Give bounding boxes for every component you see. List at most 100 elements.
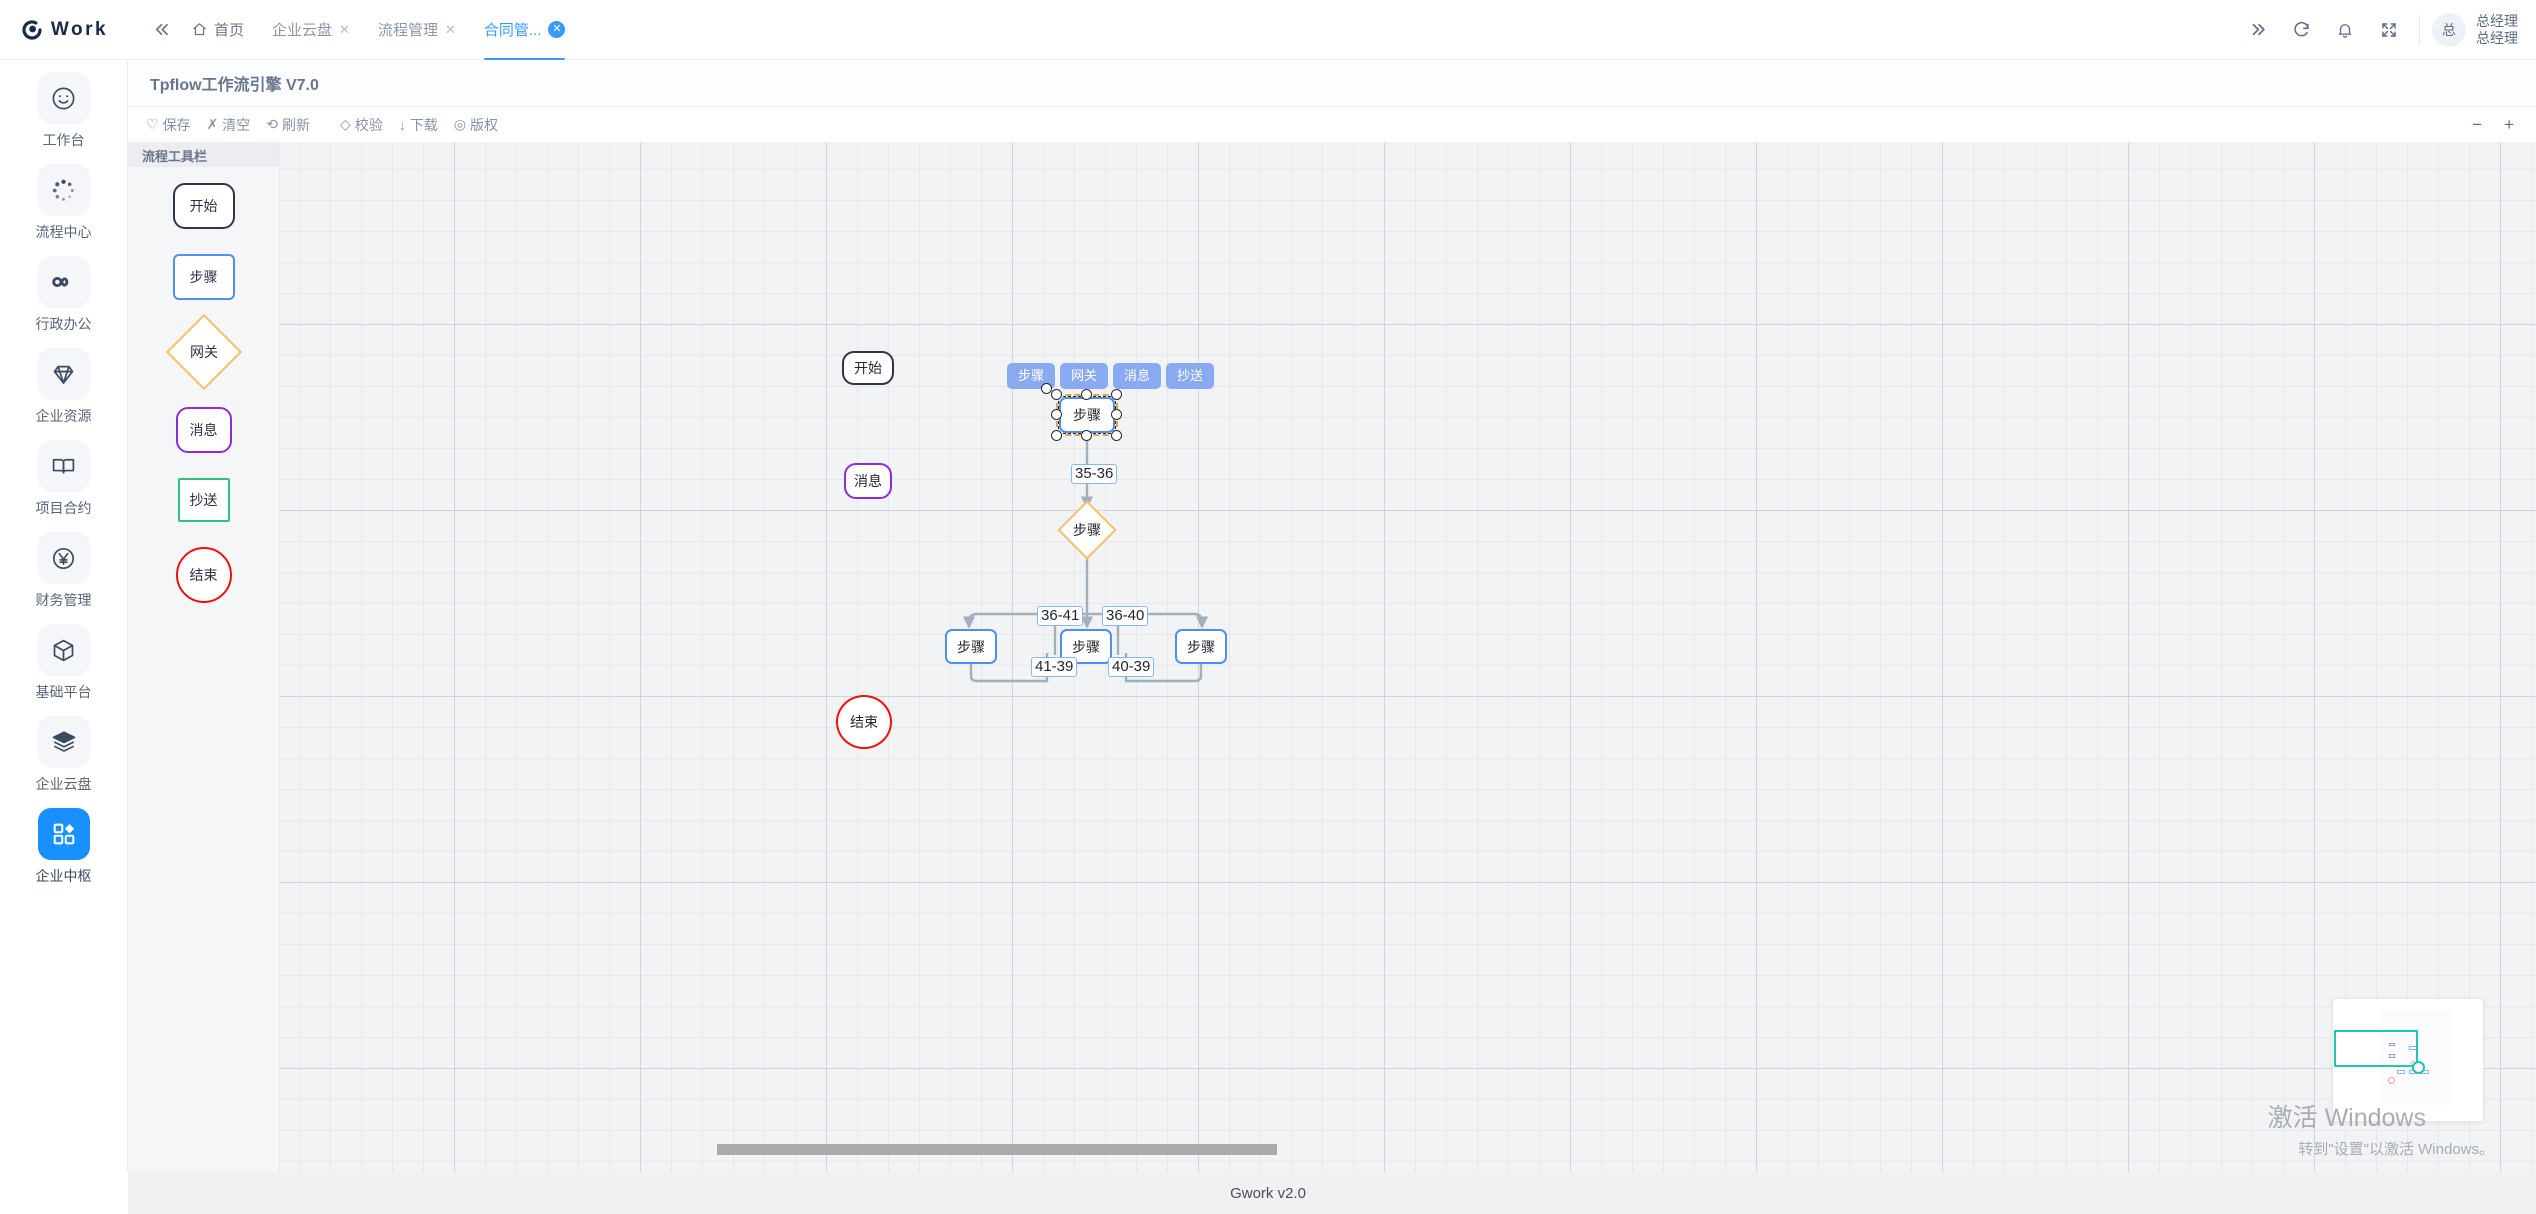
canvas-node-step-left[interactable]: 步骤 [945, 629, 997, 664]
reload-icon: ⟲ [266, 116, 279, 132]
sidebar-item-label: 工作台 [42, 132, 85, 148]
close-icon[interactable]: ✕ [339, 21, 350, 37]
top-bar: Work 首页 企业云盘 ✕ 流程管理 [0, 0, 2536, 60]
canvas-node-label: 步骤 [1073, 407, 1101, 423]
infinity-icon [37, 256, 90, 308]
resize-handle-nw[interactable] [1051, 389, 1062, 400]
refresh-icon[interactable] [2279, 0, 2323, 60]
edge-label[interactable]: 40-39 [1108, 657, 1155, 677]
close-icon[interactable]: ✕ [548, 21, 566, 38]
canvas-node-label: 步骤 [1072, 638, 1100, 655]
tab-enterprise-cloud[interactable]: 企业云盘 ✕ [258, 0, 364, 60]
palette-node-step[interactable]: 步骤 [172, 254, 235, 300]
footer-version-label: Gwork v2.0 [1230, 1184, 1306, 1202]
sidebar-item-label: 项目合约 [35, 500, 92, 516]
tab-contract-management[interactable]: 合同管... ✕ [470, 0, 580, 60]
resize-handle-sw[interactable] [1051, 430, 1062, 441]
node-toolbar-gateway-button[interactable]: 网关 [1060, 363, 1109, 389]
palette-node-message[interactable]: 消息 [175, 407, 232, 453]
node-toolbar-step-button[interactable]: 步骤 [1007, 363, 1056, 389]
resize-handle-n[interactable] [1081, 389, 1092, 400]
download-button[interactable]: ↓ 下载 [399, 115, 438, 135]
clear-button[interactable]: ✗ 清空 [207, 115, 251, 135]
resize-handle-s[interactable] [1081, 430, 1092, 441]
canvas-node-step-selected[interactable]: 步骤 [1059, 397, 1115, 433]
edge-label[interactable]: 35-36 [1071, 464, 1118, 484]
edge-label[interactable]: 36-41 [1037, 606, 1084, 626]
tab-label: 企业云盘 [272, 22, 333, 39]
resize-handle-se[interactable] [1111, 430, 1122, 441]
edges-layer [962, 436, 1209, 683]
palette-node-label: 步骤 [189, 269, 218, 285]
zoom-out-button[interactable]: − [2472, 115, 2483, 134]
canvas-node-step-right[interactable]: 步骤 [1175, 629, 1227, 664]
heart-icon: ♡ [146, 116, 159, 132]
canvas-node-message[interactable]: 消息 [844, 463, 892, 499]
tab-home[interactable]: 首页 [178, 0, 258, 60]
fullscreen-icon[interactable] [2367, 0, 2411, 60]
tab-label: 首页 [214, 22, 245, 39]
sidebar-item-label: 企业中枢 [35, 868, 92, 884]
canvas-node-end[interactable]: 结束 [836, 695, 892, 749]
resize-handle-ne[interactable] [1111, 389, 1122, 400]
flow-canvas[interactable]: 开始 消息 结束 步骤 网关 [280, 143, 2536, 1172]
zoom-in-button[interactable]: + [2504, 115, 2514, 134]
workspace: 流程工具栏 开始 步骤 网关 消息 [128, 143, 2536, 1172]
tab-bar: 首页 企业云盘 ✕ 流程管理 ✕ 合同管... ✕ [128, 0, 2235, 60]
canvas-node-label: 步骤 [1073, 522, 1101, 538]
sidebar-item-enterprise-hub[interactable]: 企业中枢 [0, 802, 127, 894]
palette-node-start[interactable]: 开始 [172, 183, 235, 229]
sidebar-item-admin-office[interactable]: 行政办公 [0, 250, 127, 342]
user-name-block: 总经理 总经理 [2476, 13, 2518, 47]
node-port-handle[interactable] [1041, 383, 1052, 394]
horizontal-scrollbar-track[interactable] [280, 1142, 2536, 1158]
brand-logo-area[interactable]: Work [0, 0, 128, 59]
node-toolbar-message-button[interactable]: 消息 [1113, 363, 1162, 389]
palette-node-end[interactable]: 结束 [175, 547, 232, 603]
tab-label: 流程管理 [377, 22, 438, 39]
diamond-icon [37, 348, 90, 400]
save-label: 保存 [162, 116, 191, 133]
save-button[interactable]: ♡ 保存 [146, 115, 191, 135]
minimap[interactable] [2332, 998, 2484, 1122]
minimap-viewport[interactable] [2334, 1030, 2418, 1067]
page-title: Tpflow工作流引擎 V7.0 [128, 60, 2536, 107]
edge-label[interactable]: 41-39 [1031, 657, 1078, 677]
sidebar-item-enterprise-cloud[interactable]: 企业云盘 [0, 710, 127, 802]
resize-handle-w[interactable] [1051, 409, 1062, 420]
node-toolbar-copy-button[interactable]: 抄送 [1166, 363, 1215, 389]
resize-handle-e[interactable] [1111, 409, 1122, 420]
close-icon[interactable]: ✕ [444, 21, 456, 37]
tab-process-management[interactable]: 流程管理 ✕ [364, 0, 470, 60]
user-menu[interactable]: 总 总经理 总经理 [2432, 12, 2518, 47]
sidebar-item-label: 企业资源 [35, 408, 92, 424]
palette-node-gateway[interactable]: 网关 [165, 313, 242, 391]
clear-label: 清空 [222, 116, 251, 133]
book-icon [37, 440, 90, 492]
double-chevron-right-icon[interactable] [2235, 0, 2279, 60]
palette-node-copy[interactable]: 抄送 [177, 478, 230, 522]
bell-icon[interactable] [2323, 0, 2367, 60]
sidebar-item-workbench[interactable]: 工作台 [0, 66, 127, 158]
double-chevron-left-icon[interactable] [144, 13, 178, 47]
sidebar-item-process-center[interactable]: 流程中心 [0, 158, 127, 250]
validate-button[interactable]: ◇ 校验 [340, 115, 383, 135]
canvas-node-label: 步骤 [1187, 638, 1215, 655]
footer: Gwork v2.0 [0, 1172, 2536, 1214]
horizontal-scrollbar-thumb[interactable] [717, 1144, 1277, 1155]
edge-label[interactable]: 36-40 [1102, 606, 1149, 626]
sidebar-item-base-platform[interactable]: 基础平台 [0, 618, 127, 710]
palette-node-label: 消息 [189, 422, 218, 438]
sidebar-rail: 工作台 流程中心 [0, 60, 128, 1172]
sidebar-item-finance[interactable]: 财务管理 [0, 526, 127, 618]
refresh-button[interactable]: ⟲ 刷新 [266, 115, 310, 135]
copyright-button[interactable]: ◎ 版权 [454, 115, 498, 135]
body: 工作台 流程中心 [0, 60, 2536, 1172]
spiral-logo-icon [20, 18, 44, 42]
palette-header: 流程工具栏 [128, 143, 279, 167]
canvas-node-label: 消息 [854, 473, 882, 489]
sidebar-item-project-contract[interactable]: 项目合约 [0, 434, 127, 526]
canvas-node-start[interactable]: 开始 [842, 351, 894, 385]
minimap-resize-knob[interactable] [2412, 1061, 2425, 1074]
sidebar-item-enterprise-resource[interactable]: 企业资源 [0, 342, 127, 434]
